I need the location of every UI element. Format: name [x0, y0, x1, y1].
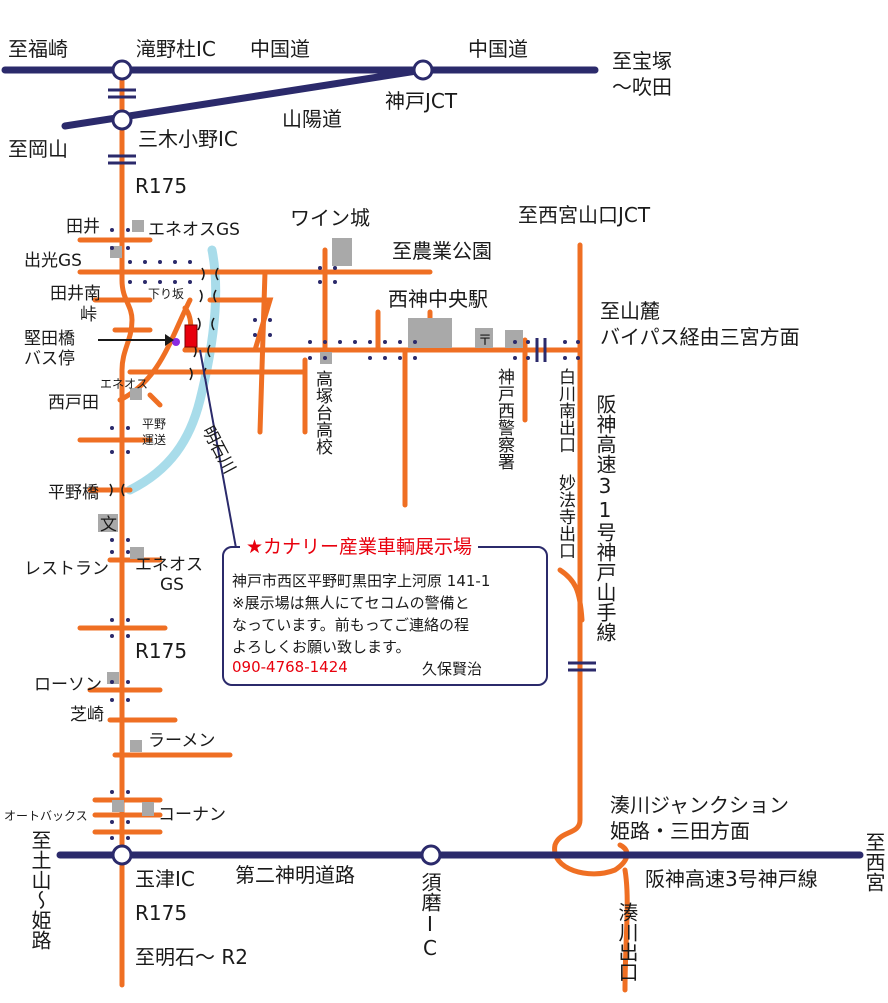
label-tamatsu-ic: 玉津IC — [135, 867, 195, 891]
label-kudarizaka: 下り坂 — [148, 287, 184, 301]
label-to-takarazuka-1: 至宝塚 — [612, 49, 672, 73]
label-daini-shinmei: 第二神明道路 — [235, 863, 355, 887]
label-to-akashi-r2: 至明石～ R2 — [135, 945, 248, 969]
label-shibasaki: 芝崎 — [70, 705, 104, 725]
label-myohoji-exit: 妙法寺出口 — [555, 474, 576, 559]
label-to-nishinomiya: 至西宮 — [862, 832, 886, 892]
label-minatogawa-jct-2: 姫路・三田方面 — [610, 819, 750, 843]
expressways — [1, 66, 864, 859]
label-tai: 田井 — [66, 217, 100, 237]
label-suma-ic: 須磨IC — [418, 872, 442, 960]
label-eneos-mid: エネオス — [100, 377, 148, 391]
label-to-agri-park: 至農業公園 — [392, 239, 492, 263]
label-police-box: 〒 — [478, 333, 492, 349]
label-kobe-jct: 神戸JCT — [385, 89, 458, 113]
label-chugoku-road-2: 中国道 — [468, 37, 528, 61]
info-title: ★カナリー産業車輌展示場 — [240, 532, 479, 559]
label-hirano-unso-2: 運送 — [142, 432, 166, 447]
label-touge: 峠 — [80, 305, 97, 325]
bridge-marks — [108, 88, 596, 672]
signal-dots — [110, 228, 580, 840]
label-to-sanroku-1: 至山麓 — [600, 299, 660, 323]
label-akashi-river: 明石川 — [198, 423, 240, 477]
info-box — [222, 546, 548, 686]
label-kobe-nishi-police: 神戸西警察署 — [494, 368, 515, 470]
label-hanshin-3: 阪神高速3号神戸線 — [645, 867, 818, 891]
label-r175-top: R175 — [135, 174, 187, 198]
info-phone[interactable]: 090-4768-1424 — [232, 658, 348, 676]
label-eneos-gs-low-2: GS — [160, 575, 184, 595]
label-r175-bottom: R175 — [135, 901, 187, 925]
label-sanyo-road: 山陽道 — [282, 107, 342, 131]
label-hanshin-31: 阪神高速31号神戸山手線 — [593, 394, 617, 642]
label-takinoyashiro-ic: 滝野杜IC — [136, 37, 216, 61]
label-idemitsu-gs: 出光GS — [24, 251, 82, 271]
label-eneos-gs-low-1: エネオス — [135, 555, 203, 575]
label-ramen: ラーメン — [148, 731, 215, 751]
map-labels: 至福崎 滝野杜IC 中国道 中国道 至宝塚 ～吹田 山陽道 神戸JCT 至岡山 … — [4, 37, 886, 982]
label-nishi-toda: 西戸田 — [48, 393, 99, 413]
info-contact-name: 久保賢治 — [422, 660, 483, 678]
label-to-nishinomiya-yamaguchi-jct: 至西宮山口JCT — [518, 203, 651, 227]
label-hirano-unso-1: 平野 — [142, 417, 166, 431]
label-r175-mid: R175 — [135, 639, 187, 663]
label-seishin-chuo-station: 西神中央駅 — [388, 287, 488, 311]
label-autobacs: オートバックス — [4, 809, 88, 823]
label-hiranobashi: 平野橋 — [48, 483, 99, 503]
label-restaurant: レストラン — [24, 559, 109, 579]
arrow-head — [165, 334, 174, 346]
bus-stop-dot — [172, 338, 180, 346]
label-to-sanroku-2: バイパス経由三宮方面 — [600, 325, 800, 349]
label-minatogawa-jct-1: 湊川ジャンクション — [610, 793, 789, 817]
label-katadabashi-1: 堅田橋 — [24, 329, 75, 349]
label-takatsukadai-hs: 高塚台高校 — [312, 370, 333, 455]
label-shirakawa-minami-exit: 白川南出口 — [555, 368, 576, 453]
info-address: 神戸市西区平野町黒田字上河原 141-1 — [232, 572, 491, 590]
label-chugoku-road-1: 中国道 — [250, 37, 310, 61]
akashi-river — [125, 245, 221, 495]
label-katadabashi-2: バス停 — [24, 349, 75, 369]
label-to-fukusaki: 至福崎 — [8, 37, 68, 61]
interchange-markers — [111, 59, 442, 866]
info-note-3: よろしくお願い致します。 — [232, 638, 411, 656]
label-lawson: ローソン — [34, 675, 102, 695]
label-konan: コーナン — [158, 805, 226, 825]
info-note-1: ※展示場は無人にてセコムの警備と — [232, 594, 470, 612]
label-school-symbol: 文 — [100, 515, 117, 535]
label-wine-castle: ワイン城 — [290, 206, 370, 230]
label-minatogawa-exit: 湊川出口 — [615, 902, 639, 982]
label-to-okayama: 至岡山 — [8, 137, 68, 161]
callout-line — [199, 349, 237, 549]
label-to-tsuchiyama: 至土山～姫路 — [28, 830, 52, 950]
label-tainan: 田井南 — [50, 284, 101, 304]
local-roads — [77, 72, 630, 993]
label-to-takarazuka-2: ～吹田 — [612, 75, 672, 99]
label-miki-ono-ic: 三木小野IC — [138, 127, 238, 151]
destination-marker — [184, 324, 198, 348]
info-note-2: なっています。前もってご連絡の程 — [232, 616, 470, 634]
label-eneos-gs-top: エネオスGS — [148, 220, 240, 240]
